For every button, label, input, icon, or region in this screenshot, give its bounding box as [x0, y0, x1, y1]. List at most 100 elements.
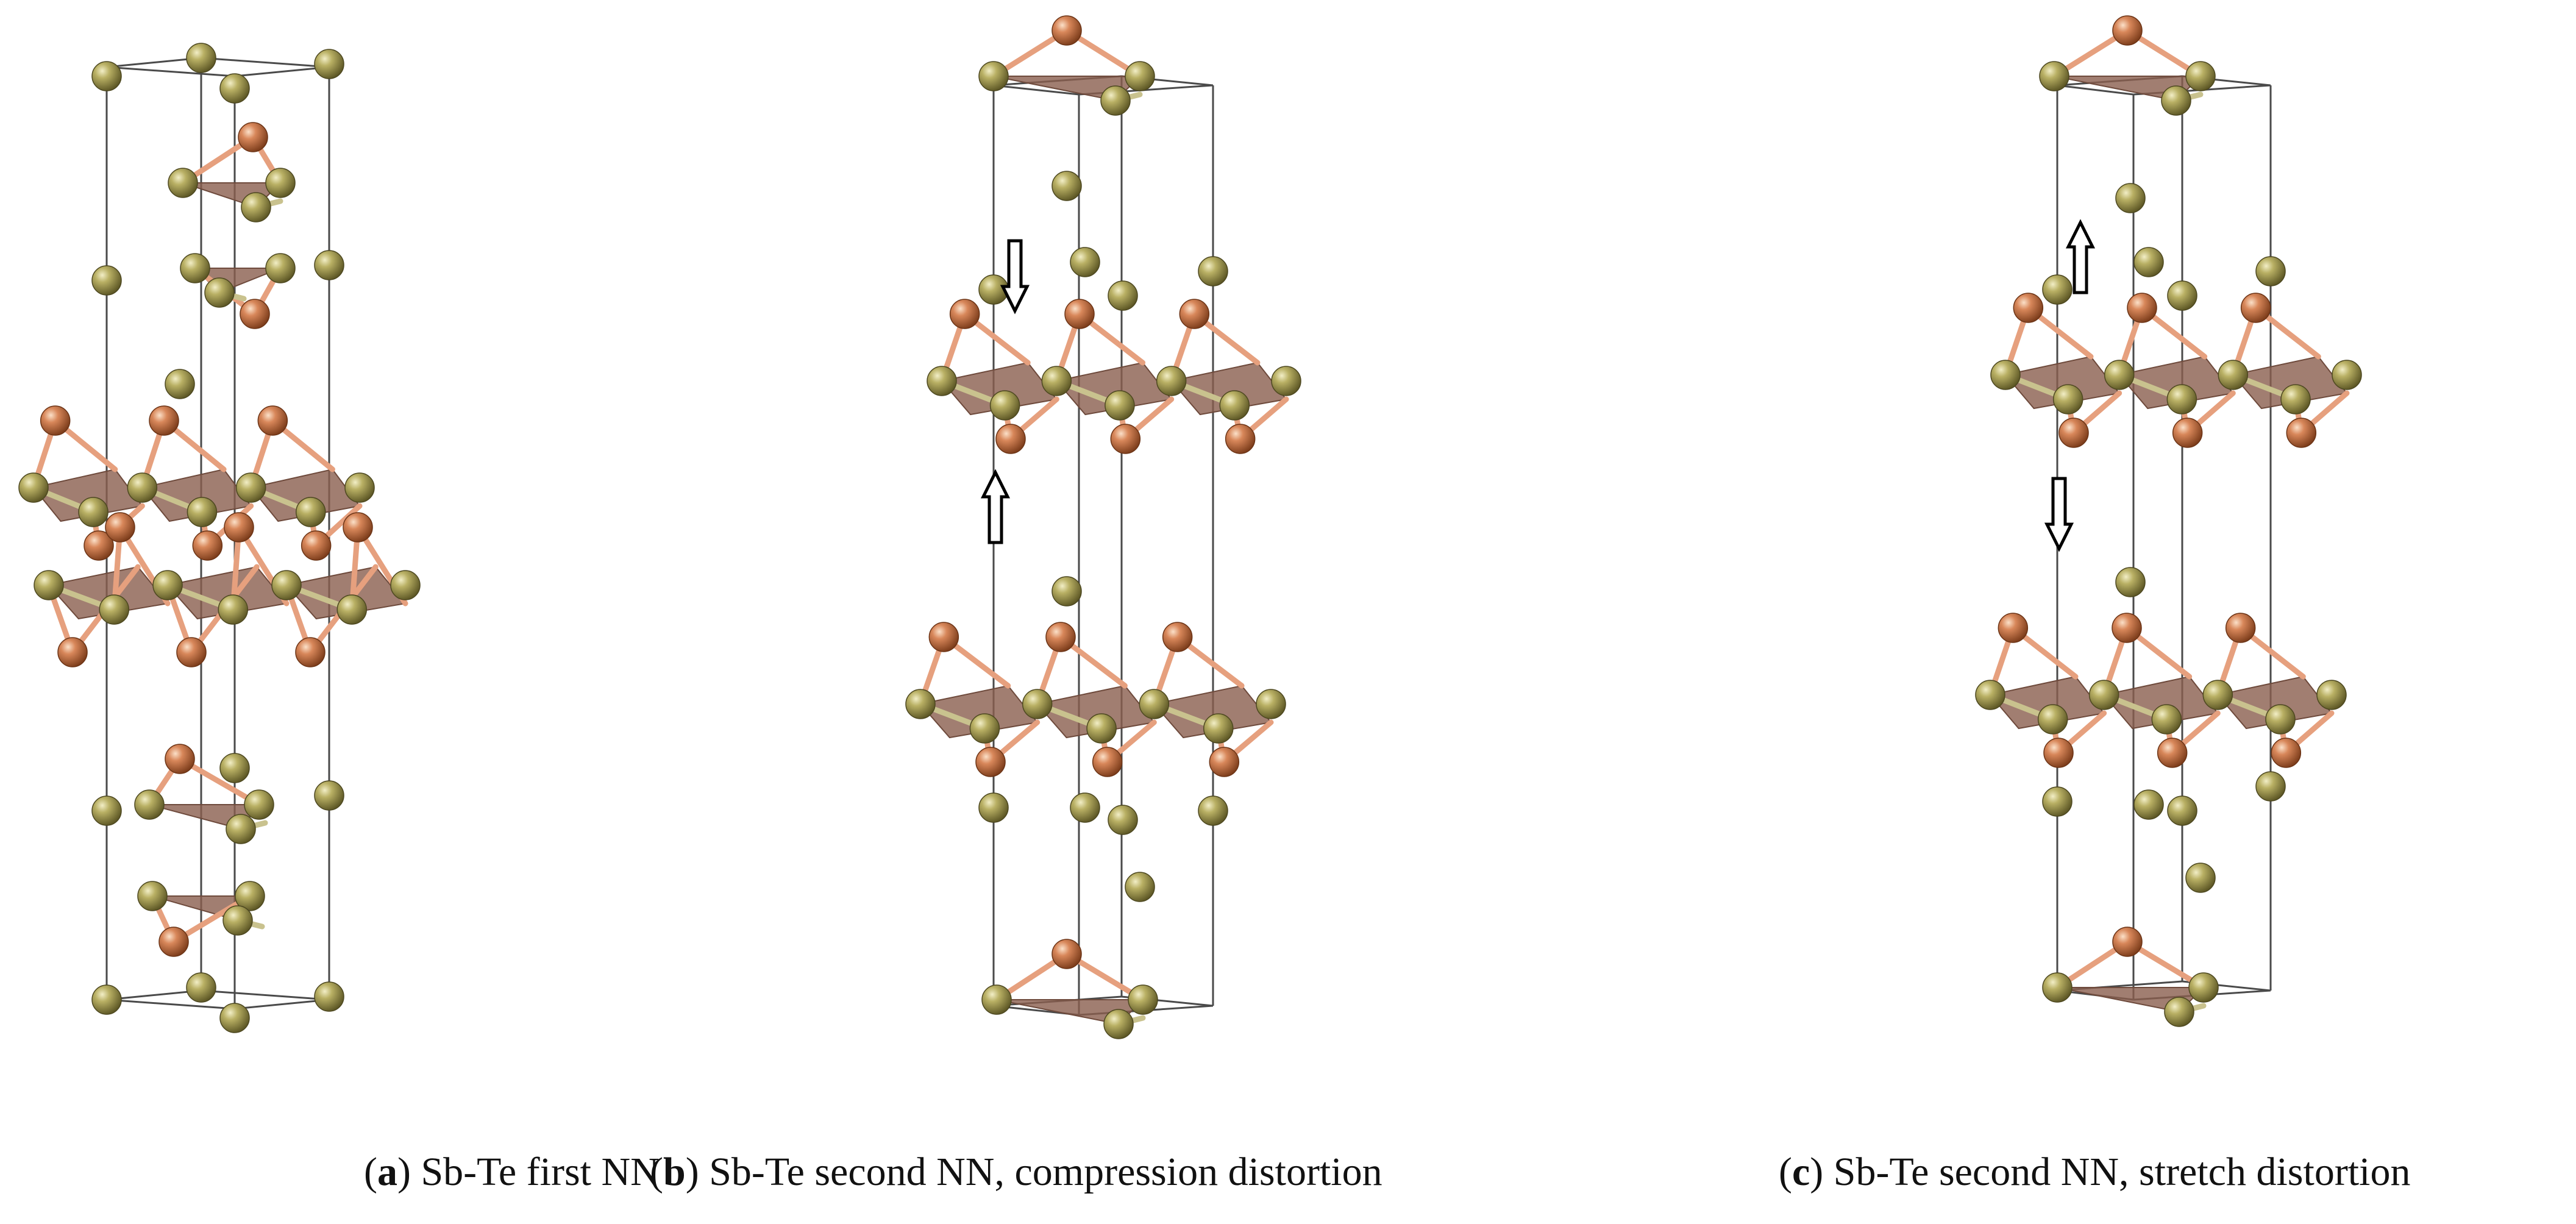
te-atom — [18, 472, 49, 503]
te-atom — [2133, 247, 2164, 277]
te-atom — [1070, 792, 1100, 823]
te-atom — [1256, 689, 1286, 719]
sb-atom — [2157, 738, 2188, 768]
te-atom — [1271, 366, 1301, 396]
caption-c-text: Sb-Te second NN, stretch distortion — [1833, 1150, 2411, 1194]
te-atom — [1125, 872, 1155, 902]
sb-atom — [928, 622, 959, 652]
te-atom — [2104, 360, 2135, 390]
te-atom — [152, 570, 183, 600]
te-atom — [168, 168, 198, 198]
te-atom — [265, 253, 296, 283]
te-atom — [134, 789, 165, 820]
cell-edge — [2057, 84, 2134, 96]
sb-atom — [192, 530, 223, 561]
te-atom — [180, 253, 210, 283]
te-atom — [2255, 771, 2286, 802]
te-atom — [1022, 689, 1053, 719]
te-atom — [1051, 576, 1082, 607]
te-atom — [314, 780, 344, 811]
te-atom — [187, 497, 218, 527]
te-atom — [2185, 863, 2216, 893]
te-atom — [1070, 247, 1100, 277]
te-atom — [2052, 384, 2083, 415]
sb-atom — [1179, 299, 1210, 329]
te-atom — [99, 594, 129, 625]
cell-edge — [106, 998, 235, 1010]
caption-b-text: Sb-Te second NN, compression distortion — [709, 1150, 1382, 1194]
te-atom — [905, 689, 936, 719]
sb-atom — [1209, 747, 1240, 777]
te-atom — [2161, 85, 2191, 116]
cell-edge — [234, 66, 330, 77]
caption-b: (b) Sb-Te second NN, compression distort… — [650, 1150, 1382, 1194]
te-atom — [2115, 183, 2146, 213]
cell-edge — [234, 998, 330, 1010]
te-atom — [336, 594, 367, 625]
te-atom — [2042, 786, 2073, 817]
sb-atom — [1225, 424, 1256, 454]
te-atom — [1219, 390, 1250, 421]
cell-edge — [201, 989, 330, 1001]
down-arrow-icon — [1000, 239, 1030, 315]
te-atom — [296, 497, 326, 527]
te-atom — [235, 472, 266, 503]
sb-atom — [2043, 738, 2074, 768]
te-atom — [1041, 366, 1072, 396]
sb-atom — [1998, 613, 2029, 643]
te-atom — [204, 277, 235, 308]
te-atom — [1198, 256, 1228, 286]
te-atom — [2167, 280, 2197, 311]
sb-atom — [1110, 424, 1141, 454]
te-atom — [989, 390, 1020, 421]
sb-atom — [1092, 747, 1123, 777]
te-atom — [2280, 384, 2311, 415]
te-atom — [2332, 360, 2362, 390]
sb-atom — [165, 744, 195, 774]
te-atom — [2115, 567, 2146, 597]
te-atom — [137, 881, 168, 911]
down-arrow-icon — [2044, 477, 2074, 552]
cell-edge — [106, 57, 202, 68]
te-atom — [2316, 680, 2347, 710]
te-atom — [91, 795, 122, 826]
te-atom — [2218, 360, 2249, 390]
te-atom — [314, 250, 344, 280]
up-arrow-icon — [2065, 219, 2096, 294]
te-atom — [1128, 984, 1158, 1015]
te-atom — [2255, 256, 2286, 286]
te-atom — [219, 1003, 250, 1033]
te-atom — [218, 594, 248, 625]
sb-atom — [295, 637, 326, 667]
te-atom — [1051, 171, 1082, 201]
sb-atom — [343, 512, 373, 543]
te-atom — [1139, 689, 1170, 719]
sb-atom — [1162, 622, 1193, 652]
te-atom — [2166, 384, 2197, 415]
sb-atom — [158, 927, 189, 957]
te-atom — [2039, 61, 2069, 91]
sb-atom — [301, 530, 332, 561]
sb-atom — [995, 424, 1026, 454]
sb-atom — [2058, 418, 2089, 448]
te-atom — [34, 570, 64, 600]
te-atom — [978, 792, 1009, 823]
te-atom — [1203, 713, 1234, 744]
sb-atom — [1045, 622, 1076, 652]
sb-atom — [40, 405, 71, 436]
sb-atom — [105, 512, 135, 543]
sb-atom — [176, 637, 207, 667]
sb-atom — [2172, 418, 2203, 448]
te-atom — [2202, 680, 2233, 710]
caption-b-letter: b — [663, 1150, 686, 1194]
te-atom — [226, 814, 256, 844]
te-atom — [1103, 1009, 1134, 1039]
sb-atom — [1064, 299, 1095, 329]
te-atom — [265, 168, 296, 198]
sb-atom — [257, 405, 288, 436]
te-atom — [222, 905, 253, 936]
te-atom — [78, 497, 109, 527]
te-atom — [244, 789, 274, 820]
te-atom — [969, 713, 1000, 744]
